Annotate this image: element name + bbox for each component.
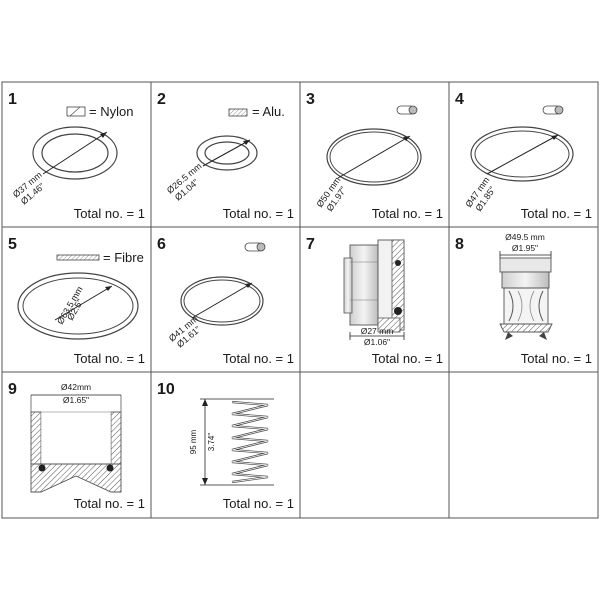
total-label: Total no. = 1	[372, 351, 443, 366]
total-label: Total no. = 1	[223, 351, 294, 366]
fibre-material-swatch	[56, 254, 100, 261]
cell-4-number: 4	[455, 91, 464, 108]
cell-9-number: 9	[8, 381, 17, 398]
cell-2-number: 2	[157, 91, 166, 108]
part-6-drawing: Ø41 mm Ø1.61"	[167, 242, 266, 350]
total-label: Total no. = 1	[74, 496, 145, 511]
dim-mm-label: Ø27 mm	[361, 326, 394, 336]
alu-material-swatch	[228, 108, 248, 117]
part-9-drawing: Ø42mm Ø1.65"	[30, 382, 122, 493]
material-label-nylon: = Nylon	[89, 104, 133, 119]
part-4-drawing: Ø47 mm Ø1.85"	[463, 105, 574, 213]
total-label: Total no. = 1	[372, 206, 443, 221]
dim-mm-label: Ø42mm	[61, 382, 91, 392]
total-label: Total no. = 1	[521, 351, 592, 366]
dimension-line	[42, 131, 108, 175]
cell-10-number: 10	[157, 381, 175, 398]
part-8-drawing: Ø49.5 mm Ø1.95"	[499, 232, 553, 340]
total-label: Total no. = 1	[74, 351, 145, 366]
dim-in-label: Ø1.06"	[364, 337, 390, 347]
part-1-drawing: Ø37 mm Ø1.46"	[11, 106, 118, 207]
dim-mm-label: Ø49.5 mm	[505, 232, 545, 242]
total-label: Total no. = 1	[74, 206, 145, 221]
material-label-alu: = Alu.	[252, 104, 285, 119]
dim-in-label: 3.74"	[207, 433, 216, 452]
dim-in-label: Ø1.95"	[512, 243, 538, 253]
material-label-fibre: = Fibre	[103, 250, 144, 265]
cell-6-number: 6	[157, 236, 166, 253]
dim-mm-label: 95 mm	[189, 429, 198, 454]
part-5-drawing: Ø63.5 mm Ø2.5"	[17, 254, 139, 340]
cell-1-number: 1	[8, 91, 17, 108]
nylon-material-swatch	[66, 106, 86, 117]
part-3-drawing: Ø50 mm Ø1.97"	[314, 105, 422, 213]
total-label: Total no. = 1	[521, 206, 592, 221]
grid-lines	[1, 81, 599, 519]
cell-8-number: 8	[455, 236, 464, 253]
washer-inner	[41, 133, 109, 173]
cell-3-number: 3	[306, 91, 315, 108]
cell-7-number: 7	[306, 236, 315, 253]
part-10-drawing: 95 mm 3.74"	[189, 398, 274, 486]
total-label: Total no. = 1	[223, 206, 294, 221]
part-2-drawing: Ø26.5 mm Ø1.04"	[165, 108, 258, 203]
cell-5-number: 5	[8, 236, 17, 253]
washer-outer	[32, 126, 118, 180]
part-7-drawing: Ø27 mm Ø1.06"	[343, 239, 405, 347]
total-label: Total no. = 1	[223, 496, 294, 511]
dim-in-label: Ø1.65"	[63, 395, 89, 405]
